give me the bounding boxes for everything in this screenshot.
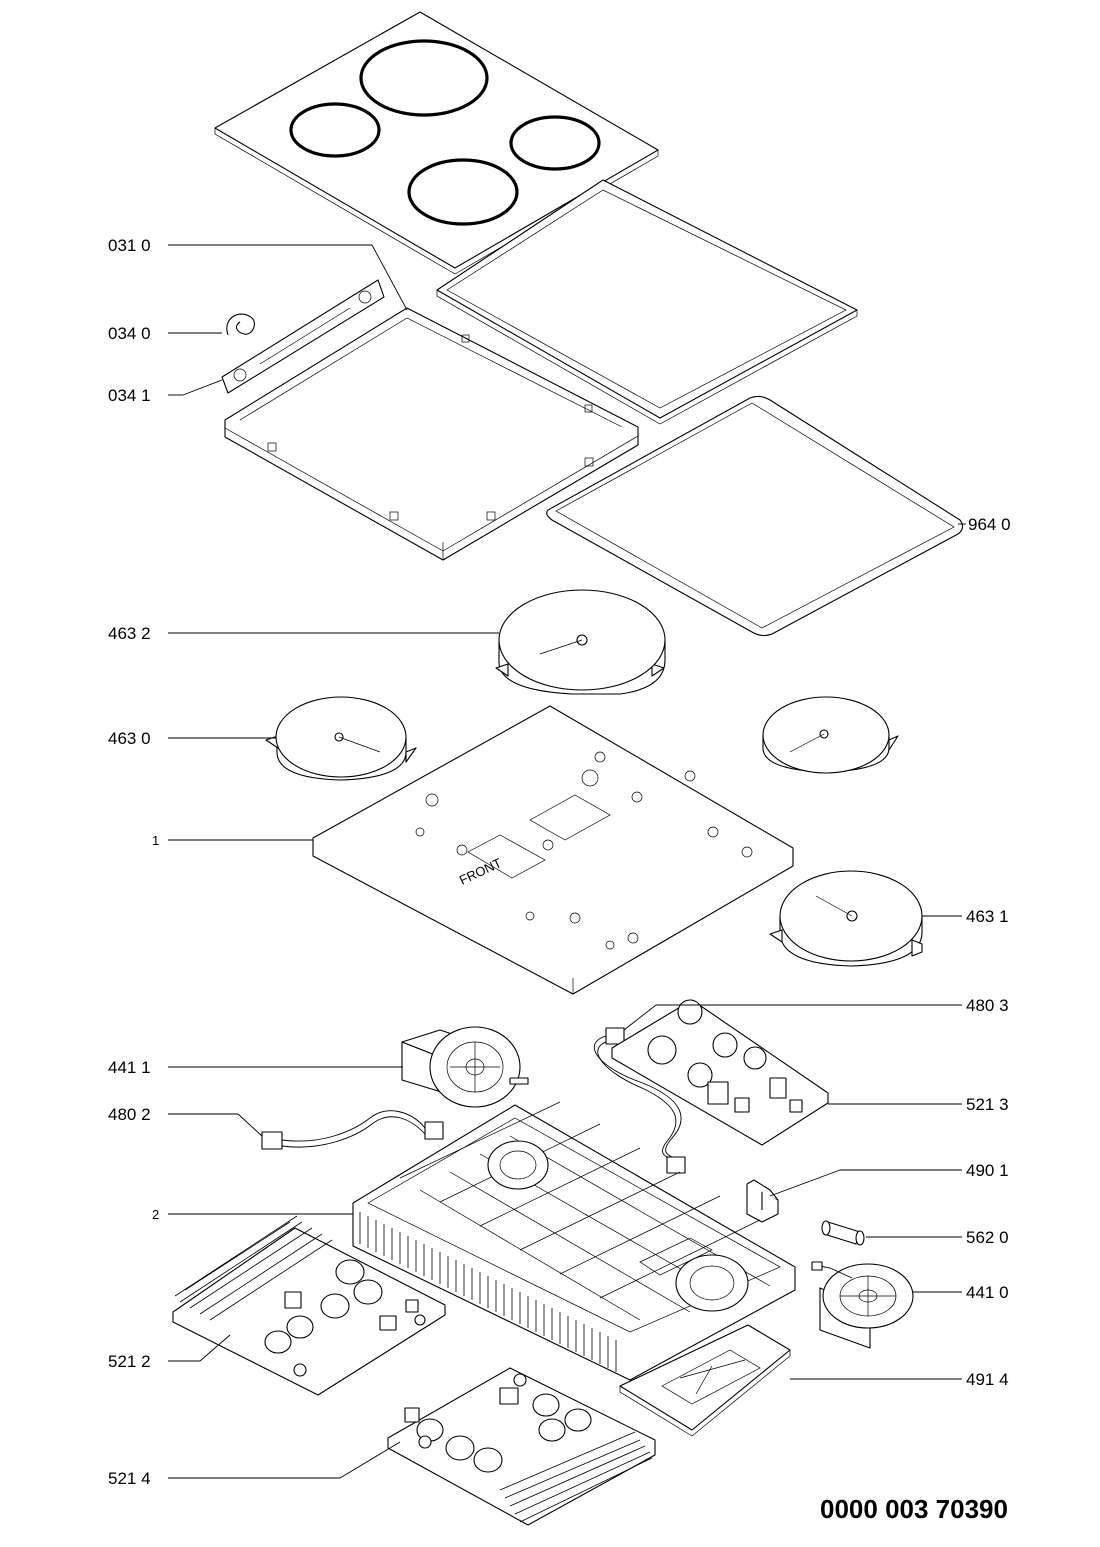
induction-coil-4632: [495, 589, 666, 695]
label-463-0: 463 0: [108, 729, 151, 748]
label-491-4: 491 4: [966, 1370, 1009, 1389]
metal-frame: [224, 307, 639, 561]
fixing-bracket: [221, 279, 385, 394]
label-521-4: 521 4: [108, 1469, 151, 1488]
label-031-0: 031 0: [108, 236, 151, 255]
label-463-2: 463 2: [108, 624, 151, 643]
label-034-0: 034 0: [108, 324, 151, 343]
label-521-3: 521 3: [966, 1095, 1009, 1114]
induction-coil-4630: [265, 696, 417, 781]
fan-4411: [401, 1026, 529, 1108]
seal-frame: [436, 179, 858, 425]
pcb-5213: [611, 999, 829, 1146]
leader-lines: [168, 244, 966, 1479]
label-490-1: 490 1: [966, 1161, 1009, 1180]
pcb-5212: [172, 1215, 446, 1396]
label-441-0: 441 0: [966, 1283, 1009, 1302]
label-1: 1: [152, 833, 159, 848]
plastic-housing: [352, 1101, 796, 1381]
induction-coil-4631: [769, 870, 923, 967]
label-2: 2: [152, 1207, 159, 1222]
label-521-2: 521 2: [108, 1352, 151, 1371]
fan-4410: [811, 1261, 914, 1349]
label-441-1: 441 1: [108, 1058, 151, 1077]
wire-4802: [261, 1110, 444, 1150]
clip: [226, 313, 255, 336]
wire-4803: [594, 1027, 686, 1174]
label-480-2: 480 2: [108, 1105, 151, 1124]
label-463-1: 463 1: [966, 907, 1009, 926]
glass-ceramic-top: [214, 11, 659, 275]
part-labels: 031 0 034 0 034 1 964 0 463 2 463 0 1 46…: [108, 236, 1011, 1488]
label-562-0: 562 0: [966, 1228, 1009, 1247]
document-number: 0000 003 70390: [820, 1494, 1008, 1524]
label-964-0: 964 0: [968, 515, 1011, 534]
label-480-3: 480 3: [966, 996, 1009, 1015]
pcb-5214: [387, 1367, 656, 1526]
induction-coil-right: [762, 696, 899, 774]
fuse-5620: [821, 1220, 865, 1246]
bracket-4901: [746, 1179, 779, 1223]
label-034-1: 034 1: [108, 386, 151, 405]
gasket: [546, 395, 964, 637]
plate-4914: [619, 1324, 791, 1437]
base-plate: FRONT: [312, 705, 794, 995]
